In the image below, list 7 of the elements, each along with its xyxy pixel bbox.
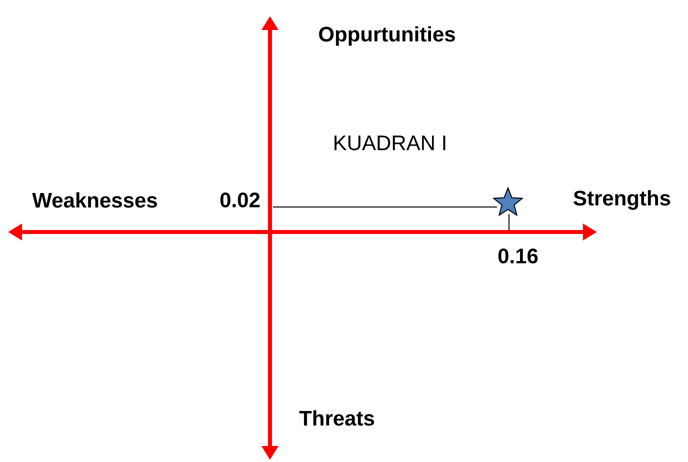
value-label: 0.02 [220,192,260,208]
axis-label: Strengths [574,190,670,210]
axis-label: Oppurtunities [319,26,455,46]
quadrant-label: KUADRAN I [334,136,446,150]
value-label: 0.16 [498,248,538,264]
axis-label: Threats [299,410,374,426]
axis-label: Weaknesses [32,192,157,208]
